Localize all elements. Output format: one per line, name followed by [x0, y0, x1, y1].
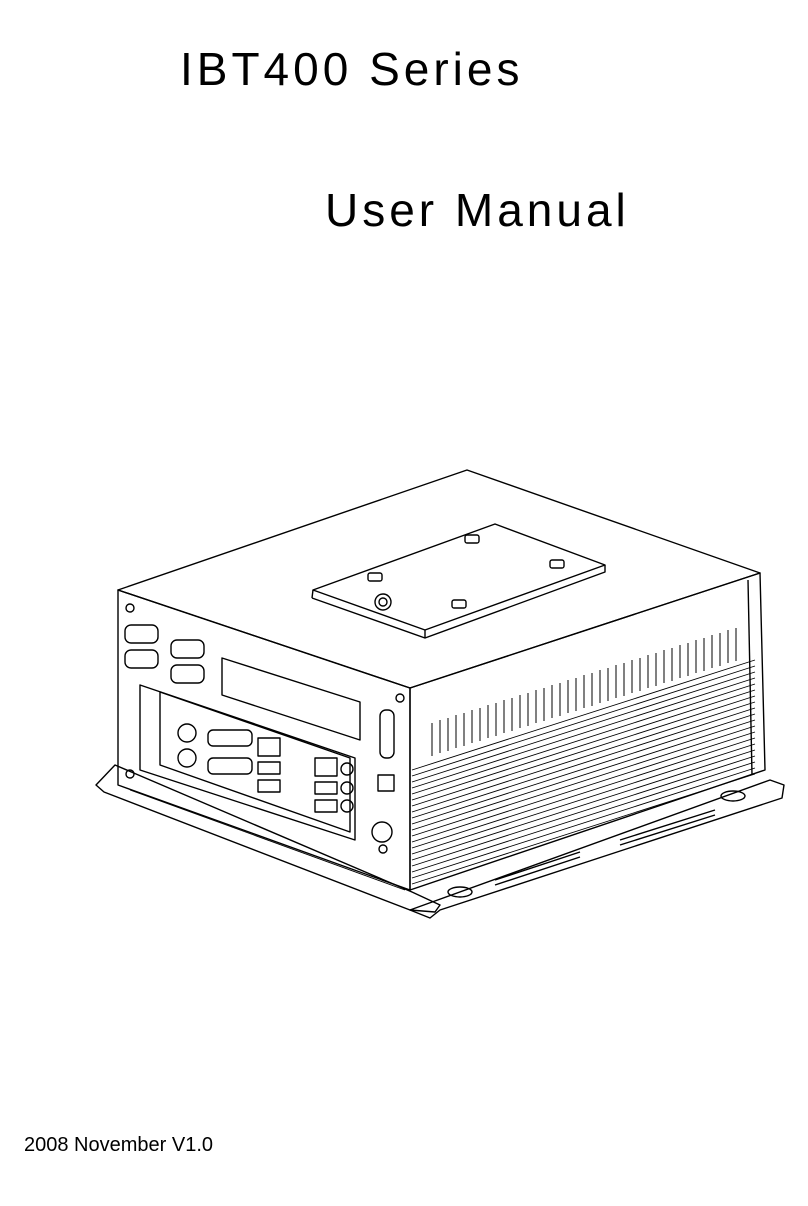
product-line-drawing — [0, 440, 808, 940]
document-title: IBT400 Series — [180, 42, 523, 96]
document-footer: 2008 November V1.0 — [24, 1134, 213, 1157]
document-subtitle: User Manual — [325, 183, 630, 237]
